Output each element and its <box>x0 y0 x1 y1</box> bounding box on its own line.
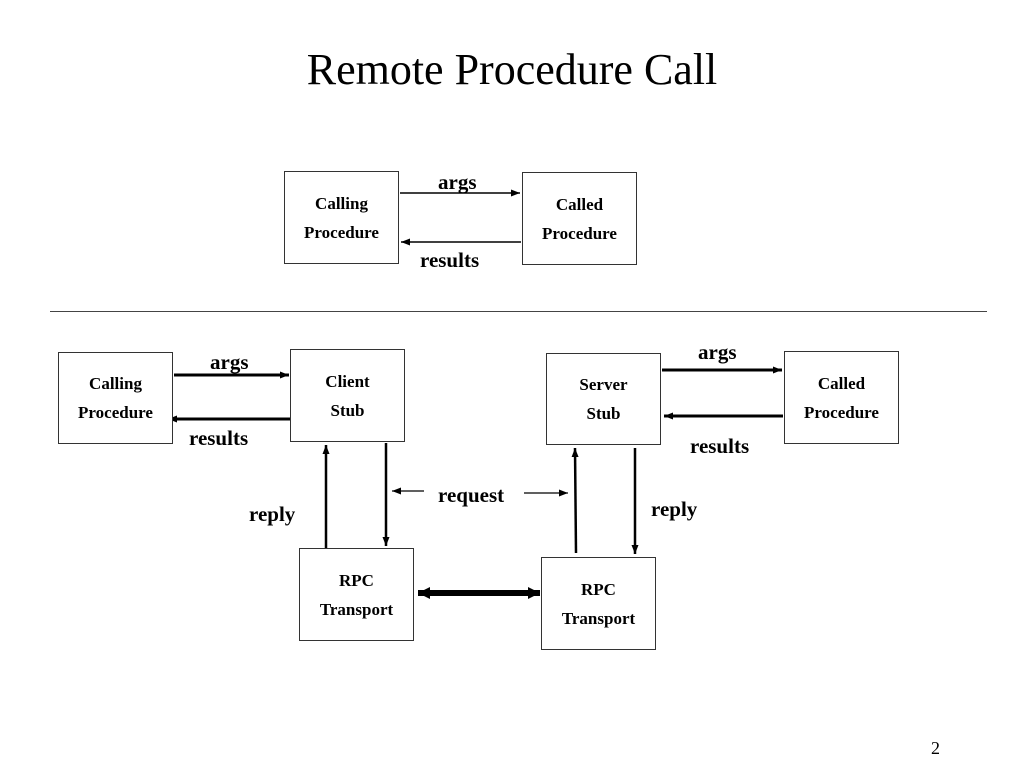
slide-title: Remote Procedure Call <box>306 45 718 94</box>
client-results-label: results <box>189 426 249 450</box>
top-args-label: args <box>438 170 477 194</box>
server-reply-label: reply <box>651 497 698 521</box>
box-line: Server <box>579 375 628 394</box>
client-reply-label: reply <box>249 502 296 526</box>
box-line: Stub <box>330 400 365 420</box>
top-calling-procedure-box: Calling Procedure <box>284 171 399 264</box>
box-line: Procedure <box>542 223 617 243</box>
top-results-label: results <box>420 248 480 272</box>
box-line: Procedure <box>304 222 379 242</box>
box-line: Stub <box>586 404 621 423</box>
box-line: Client <box>325 371 370 391</box>
page-number: 2 <box>931 738 940 758</box>
box-line: Procedure <box>804 402 879 422</box>
box-line: Calling <box>89 374 142 393</box>
box-line: Called <box>555 194 604 214</box>
box-line: Transport <box>561 608 636 628</box>
top-called-procedure-box: Called Procedure <box>522 172 637 265</box>
server-stub-box: Server Stub <box>546 353 661 445</box>
box-line: RPC <box>339 570 374 590</box>
request-label: request <box>438 483 505 507</box>
box-line: Calling <box>315 193 368 213</box>
box-line: RPC <box>581 579 616 599</box>
server-results-label: results <box>690 434 750 458</box>
server-args-label: args <box>698 340 737 364</box>
box-line: Called <box>817 373 866 393</box>
server-reply-arrow <box>571 447 579 554</box>
client-stub-box: Client Stub <box>290 349 405 442</box>
client-args-label: args <box>210 350 249 374</box>
box-line: Procedure <box>78 403 153 422</box>
called-procedure-box: Called Procedure <box>784 351 899 444</box>
box-line: Transport <box>319 599 394 619</box>
client-rpc-transport-box: RPC Transport <box>299 548 414 641</box>
section-divider <box>50 311 987 312</box>
calling-procedure-box: Calling Procedure <box>58 352 173 444</box>
server-rpc-transport-box: RPC Transport <box>541 557 656 650</box>
